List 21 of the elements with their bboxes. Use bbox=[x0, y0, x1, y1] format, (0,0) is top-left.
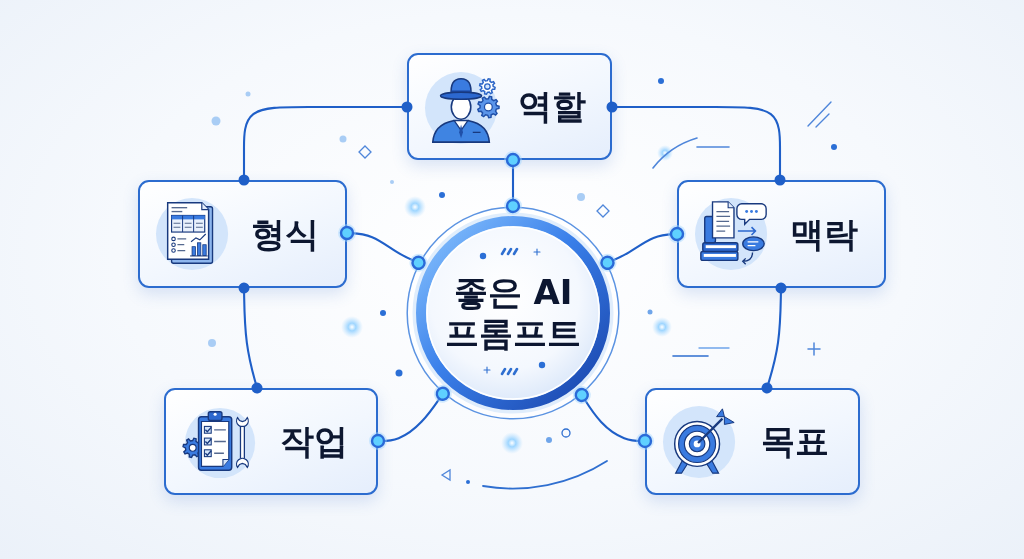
connector-line bbox=[571, 384, 656, 452]
connector-line bbox=[606, 101, 786, 186]
category-label: 맥락 bbox=[790, 213, 858, 255]
connector-line bbox=[238, 101, 413, 186]
category-label: 역할 bbox=[518, 86, 586, 127]
connector-line bbox=[238, 282, 263, 394]
category-card bbox=[138, 180, 347, 288]
connector-line bbox=[367, 383, 453, 452]
connector-line bbox=[761, 282, 787, 394]
hub-label: 좋은 AI 프롬프트 bbox=[444, 272, 582, 354]
hub-circle bbox=[406, 206, 620, 420]
category-card bbox=[677, 180, 886, 288]
connector-line bbox=[597, 223, 688, 273]
category-label: 목표 bbox=[761, 421, 829, 462]
category-card bbox=[407, 53, 612, 160]
category-label: 형식 bbox=[251, 213, 319, 255]
category-card bbox=[645, 388, 860, 495]
connector-line bbox=[336, 222, 429, 273]
connector-line bbox=[502, 149, 524, 217]
category-label: 작업 bbox=[279, 421, 348, 462]
category-card bbox=[164, 388, 378, 495]
